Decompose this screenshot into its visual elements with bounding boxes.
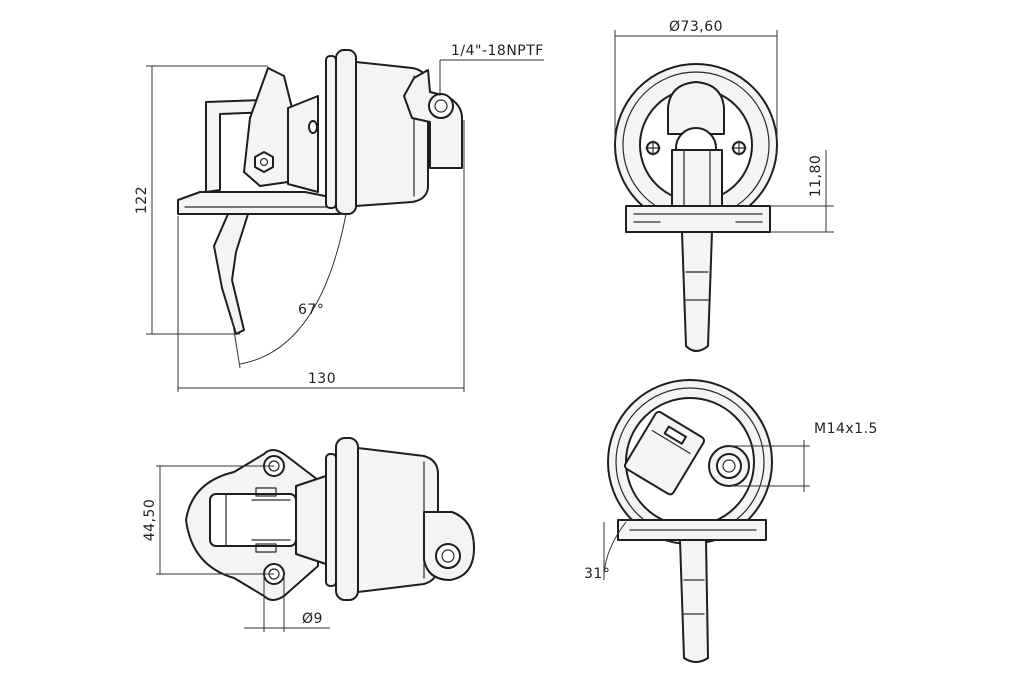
- top-outlet-block: [624, 410, 706, 496]
- dim-thread-outlet: 1/4"-18NPTF: [451, 43, 544, 59]
- side-hex-nut: [254, 151, 274, 173]
- top-view: M14x1.5 31°: [584, 379, 878, 663]
- dim-length-total: 130: [308, 371, 336, 387]
- side-outlet-port: [428, 93, 454, 119]
- dim-inlet-thread: M14x1.5: [814, 421, 878, 437]
- dim-tilt-angle: 31°: [584, 566, 610, 582]
- top-lever: [679, 539, 709, 663]
- front-view: Ø73,60 11,80: [614, 19, 834, 352]
- dim-height-total: 122: [134, 186, 150, 214]
- dim-hole-diameter: Ø9: [302, 611, 323, 627]
- side-ring-b: [335, 49, 357, 215]
- dim-mount-spacing: 44,50: [142, 499, 158, 542]
- bottom-diaphragm-ring: [335, 437, 359, 601]
- bottom-lever-block: [209, 493, 297, 547]
- dim-base-height: 11,80: [808, 155, 824, 198]
- front-base-flange: [625, 205, 771, 233]
- side-ring-a: [325, 55, 337, 209]
- side-lever-arm: [213, 213, 249, 335]
- dim-diaphragm-diameter: Ø73,60: [669, 19, 723, 35]
- dim-lever-angle: 67°: [298, 302, 324, 318]
- bottom-neck: [295, 475, 327, 565]
- front-stem: [671, 149, 723, 207]
- dim-angle-arc: [239, 213, 347, 365]
- side-view: 1/4"-18NPTF 122 130 67°: [134, 43, 544, 392]
- side-outlet-housing: [403, 69, 463, 169]
- front-lever: [681, 231, 713, 352]
- side-neck: [287, 95, 319, 193]
- bottom-view: 44,50 Ø9: [142, 437, 475, 632]
- side-base-flange: [177, 191, 341, 215]
- dim-tilt-arc: [603, 521, 627, 575]
- front-outlet-top: [667, 81, 725, 135]
